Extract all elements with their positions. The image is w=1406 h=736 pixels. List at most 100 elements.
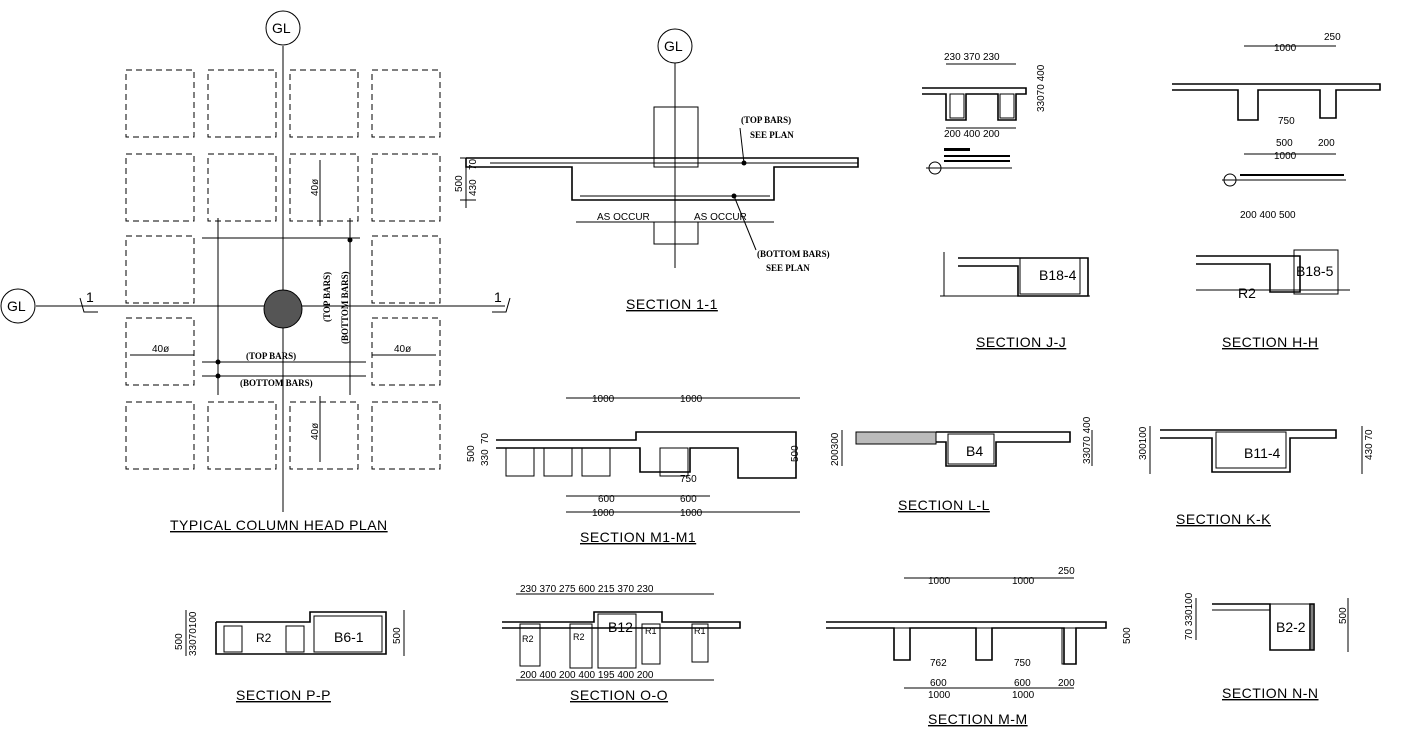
pp-dim-left: 500 (174, 633, 185, 650)
pp-dim-right: 500 (392, 627, 403, 644)
hh-dim-200: 200 (1318, 138, 1335, 149)
m1-dim-600-b: 600 (680, 494, 697, 505)
section-m1-m1-title: SECTION M1-M1 (580, 529, 696, 545)
m1-dim-1000-d: 1000 (680, 508, 703, 519)
oo-slab-r2-a: R2 (522, 634, 534, 644)
m1-dim-600-a: 600 (598, 494, 615, 505)
m1-dim-330: 330 (480, 449, 491, 466)
oo-slab-r2-b: R2 (573, 632, 585, 642)
column-head-plan: 40ø 40ø 40ø 40ø (TOP BARS) (BOTTOM BARS)… (0, 10, 511, 533)
pp-slab-label: R2 (256, 631, 272, 645)
nn-dim-right: 500 (1338, 607, 1349, 624)
jj-beam-label: B18-4 (1039, 267, 1077, 283)
section-1-1-title: SECTION 1-1 (626, 296, 718, 312)
plan-top-bars-vertical: (TOP BARS) (322, 272, 332, 322)
plan-dim-40-right: 40ø (394, 344, 411, 355)
section-p-p: R2 B6-1 500 33070100 500 SECTION P-P (174, 610, 405, 703)
s11-dim-430: 430 (468, 179, 479, 196)
s11-as-occur-left: AS OCCUR (597, 212, 650, 223)
section-m-m-title: SECTION M-M (928, 711, 1028, 727)
nn-dim-left: 70 330100 (1184, 592, 1195, 640)
section-k-k: B11-4 300100 430 70 SECTION K-K (1138, 426, 1375, 527)
oo-slab-r1-b: R1 (694, 626, 706, 636)
ll-dim-right: 33070 400 (1082, 416, 1093, 464)
hh-beam-label: B18-5 (1296, 263, 1334, 279)
s11-as-occur-right: AS OCCUR (694, 212, 747, 223)
kk-dim-left: 300100 (1138, 426, 1149, 460)
s11-dim-70: 70 (468, 158, 479, 170)
mm-dim-1000-b: 1000 (1012, 576, 1035, 587)
mm-dim-1000-d: 1000 (1012, 690, 1035, 701)
section-n-n-title: SECTION N-N (1222, 685, 1319, 701)
jj-dim-right: 33070 400 (1036, 64, 1047, 112)
nn-beam-label: B2-2 (1276, 619, 1306, 635)
pp-beam-label: B6-1 (334, 629, 364, 645)
oo-slab-r1-a: R1 (645, 626, 657, 636)
section-h-h-title: SECTION H-H (1222, 334, 1319, 350)
grid-bubble-left: GL (7, 298, 26, 314)
mm-dim-600-a: 600 (930, 678, 947, 689)
mm-dim-762: 762 (930, 658, 947, 669)
mm-dim-600-b: 600 (1014, 678, 1031, 689)
plan-dim-40-top: 40ø (310, 179, 321, 196)
s11-top-bars: (TOP BARS) (741, 115, 791, 125)
s11-bottom-bars: (BOTTOM BARS) (757, 249, 830, 259)
hh-slab-label: R2 (1238, 285, 1256, 301)
m1-dim-1000-c: 1000 (592, 508, 615, 519)
hh-dim-750: 750 (1278, 116, 1295, 127)
section-l-l: B4 200300 33070 400 SECTION L-L (830, 416, 1093, 513)
section-o-o-title: SECTION O-O (570, 687, 668, 703)
plan-drop-panel-grid (125, 69, 441, 470)
m1-dim-500-right: 500 (790, 445, 801, 462)
ll-beam-label: B4 (966, 443, 983, 459)
s11-bottom-see: SEE PLAN (766, 263, 810, 273)
mm-dim-500-right: 500 (1122, 627, 1133, 644)
m1-dim-70: 70 (480, 432, 491, 444)
hh-dim-1000-bot: 1000 (1274, 151, 1297, 162)
s11-dim-500: 500 (454, 175, 465, 192)
pp-dim-left2: 33070100 (188, 611, 199, 656)
m1-dim-750: 750 (680, 474, 697, 485)
plan-top-bars-label: (TOP BARS) (246, 351, 296, 361)
grid-bubble-top: GL (272, 20, 291, 36)
oo-dims-top: 230 370 275 600 215 370 230 (520, 584, 654, 595)
section-m1-m1: 1000 1000 600 600 750 1000 1000 500 500 … (466, 394, 801, 545)
grid-bubble-section-1-1: GL (664, 38, 683, 54)
oo-dims-bottom: 200 400 200 400 195 400 200 (520, 670, 654, 681)
column-hatched-icon (263, 289, 303, 329)
section-p-p-title: SECTION P-P (236, 687, 331, 703)
section-j-j: 230 370 230 200 400 200 33070 400 B18-4 … (922, 52, 1090, 350)
hh-dim-500: 500 (1276, 138, 1293, 149)
plan-dim-40-bottom: 40ø (310, 423, 321, 440)
m1-dim-1000-b: 1000 (680, 394, 703, 405)
mm-dim-1000-a: 1000 (928, 576, 951, 587)
mm-dim-750: 750 (1014, 658, 1031, 669)
hh-dim-250: 250 (1324, 32, 1341, 43)
section-1-1: GL 500 430 70 AS OCCUR AS OCCUR (TOP BAR… (454, 28, 859, 312)
kk-beam-label: B11-4 (1244, 445, 1281, 461)
mm-dim-250: 250 (1058, 566, 1075, 577)
plan-dim-40-left: 40ø (152, 344, 169, 355)
mm-dim-200: 200 (1058, 678, 1075, 689)
hh-top-dims: 200 400 500 (1240, 210, 1296, 221)
plan-title: TYPICAL COLUMN HEAD PLAN (170, 517, 388, 533)
oo-beam-label: B12 (608, 619, 633, 635)
kk-dim-right: 430 70 (1364, 429, 1375, 460)
m1-dim-1000-a: 1000 (592, 394, 615, 405)
section-k-k-title: SECTION K-K (1176, 511, 1271, 527)
plan-bottom-bars-label: (BOTTOM BARS) (240, 378, 313, 388)
section-j-j-title: SECTION J-J (976, 334, 1066, 350)
jj-dim-bottom: 200 400 200 (944, 129, 1000, 140)
section-h-h: 1000 250 750 500 200 1000 200 400 500 B1… (1172, 32, 1381, 350)
section-n-n: B2-2 70 330100 500 SECTION N-N (1184, 592, 1349, 701)
section-m-m: 1000 1000 250 762 750 600 600 200 1000 1… (826, 566, 1133, 727)
hh-dim-1000-top: 1000 (1274, 43, 1297, 54)
m1-dim-500-left: 500 (466, 445, 477, 462)
mm-dim-1000-c: 1000 (928, 690, 951, 701)
section-l-l-title: SECTION L-L (898, 497, 990, 513)
plan-bottom-bars-vertical: (BOTTOM BARS) (340, 271, 350, 344)
s11-top-see: SEE PLAN (750, 130, 794, 140)
section-mark-right: 1 (494, 289, 502, 305)
section-mark-left: 1 (86, 289, 94, 305)
